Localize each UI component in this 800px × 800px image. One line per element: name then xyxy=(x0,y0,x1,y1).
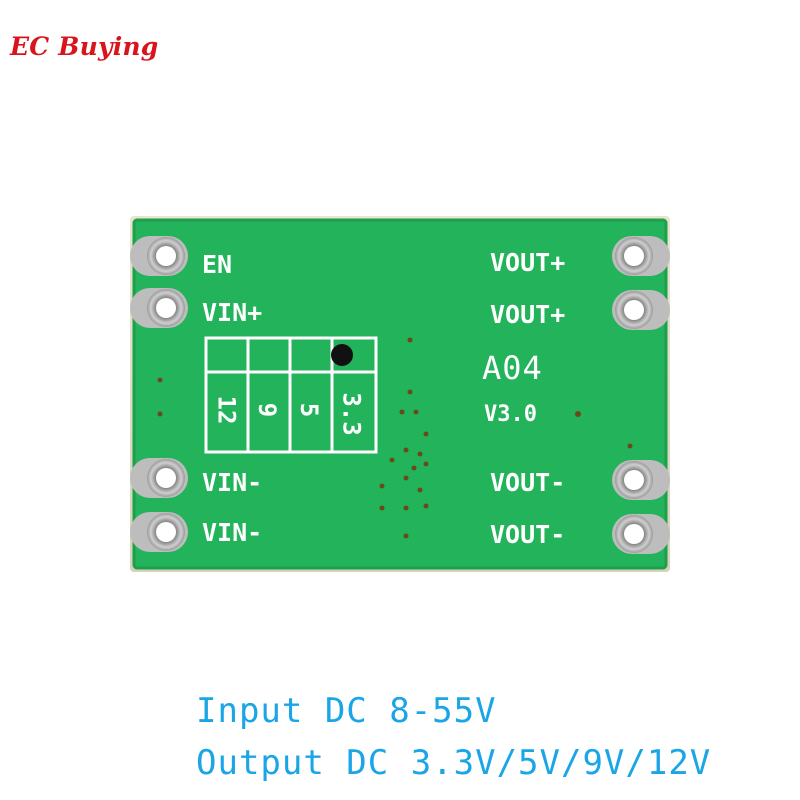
model-label: A04 xyxy=(482,349,543,387)
left-pads xyxy=(130,236,188,552)
caption-output-spec: Output DC 3.3V/5V/9V/12V xyxy=(196,743,712,783)
voltage-selector-grid xyxy=(204,336,378,454)
pin-label-vin-minus-1: VIN- xyxy=(202,468,263,497)
pin-label-vout-plus-2: VOUT+ xyxy=(490,300,566,329)
watermark-logo-text: EC Buying xyxy=(10,32,159,61)
pcb-board-graphic xyxy=(130,216,670,572)
pin-label-vout-minus-1: VOUT- xyxy=(490,468,566,497)
selector-label-3v3: 3.3 xyxy=(337,392,366,436)
right-pads xyxy=(612,236,670,554)
pin-label-vin-minus-2: VIN- xyxy=(202,518,263,547)
selector-label-9v: 9 xyxy=(253,402,282,418)
version-label: V3.0 xyxy=(484,402,537,427)
pin-label-vout-minus-2: VOUT- xyxy=(490,520,566,549)
caption-input-spec: Input DC 8-55V xyxy=(196,691,497,731)
pcb-surface xyxy=(134,220,666,568)
pin-label-vout-plus-1: VOUT+ xyxy=(490,248,566,277)
selector-jumper-dot xyxy=(331,344,353,366)
pin-label-en: EN xyxy=(202,250,233,279)
selector-label-5v: 5 xyxy=(295,402,324,418)
pin-label-vin-plus: VIN+ xyxy=(202,298,263,327)
vias xyxy=(157,337,633,539)
pcb-module: EN VIN+ VIN- VIN- VOUT+ VOUT+ VOUT- VOUT… xyxy=(130,214,670,576)
selector-label-12v: 12 xyxy=(212,395,241,425)
